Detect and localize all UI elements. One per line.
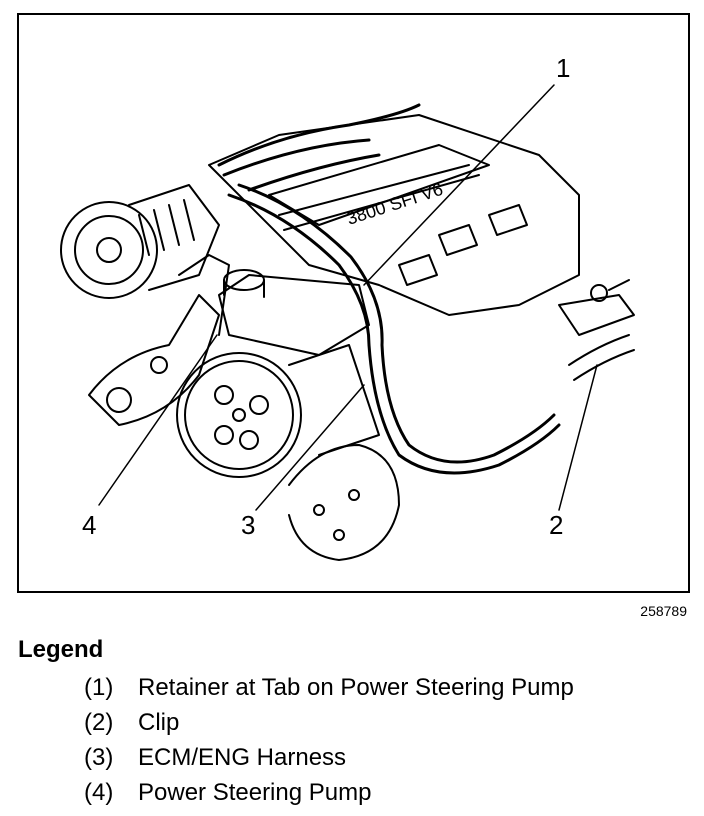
power-steering-pump-pulley: [176, 344, 380, 478]
engine-illustration-frame: 3800 SFI V6: [17, 13, 690, 593]
mounting-brackets: [88, 254, 230, 426]
leader-line-2: [558, 364, 598, 511]
legend-item-number: (3): [84, 744, 114, 771]
crankshaft-pulley: [288, 444, 400, 561]
engine-line-drawing: 3800 SFI V6: [60, 84, 635, 561]
callout-leader-lines: [98, 84, 598, 511]
callout-1: 1: [556, 53, 571, 83]
legend-title: Legend: [18, 636, 104, 663]
harness-clip: [558, 279, 635, 381]
figure-id: 258789: [640, 603, 687, 619]
leader-line-1: [363, 84, 555, 286]
legend-list: (1) Retainer at Tab on Power Steering Pum…: [84, 676, 574, 816]
legend-item-text: ECM/ENG Harness: [138, 744, 347, 771]
legend-item-text: Power Steering Pump: [138, 779, 372, 806]
legend-item-number: (2): [84, 709, 114, 736]
callout-4: 4: [82, 510, 97, 540]
legend-item: (4) Power Steering Pump: [84, 781, 574, 816]
generator: [60, 184, 220, 299]
callout-2: 2: [549, 510, 564, 540]
legend-item-text: Retainer at Tab on Power Steering Pump: [138, 674, 574, 701]
legend-item-text: Clip: [138, 709, 180, 736]
valve-cover-lettering: 3800 SFI V6: [344, 179, 445, 229]
legend-item-number: (1): [84, 674, 114, 701]
leader-line-4: [98, 334, 218, 506]
leader-line-3: [255, 384, 365, 511]
legend-item: (2) Clip: [84, 711, 574, 746]
power-steering-reservoir: [218, 269, 370, 356]
spark-plug-wires: [217, 103, 421, 192]
legend-item: (1) Retainer at Tab on Power Steering Pum…: [84, 676, 574, 711]
ecm-eng-harness: [227, 183, 561, 475]
legend-item: (3) ECM/ENG Harness: [84, 746, 574, 781]
callout-3: 3: [241, 510, 256, 540]
legend-item-number: (4): [84, 779, 114, 806]
